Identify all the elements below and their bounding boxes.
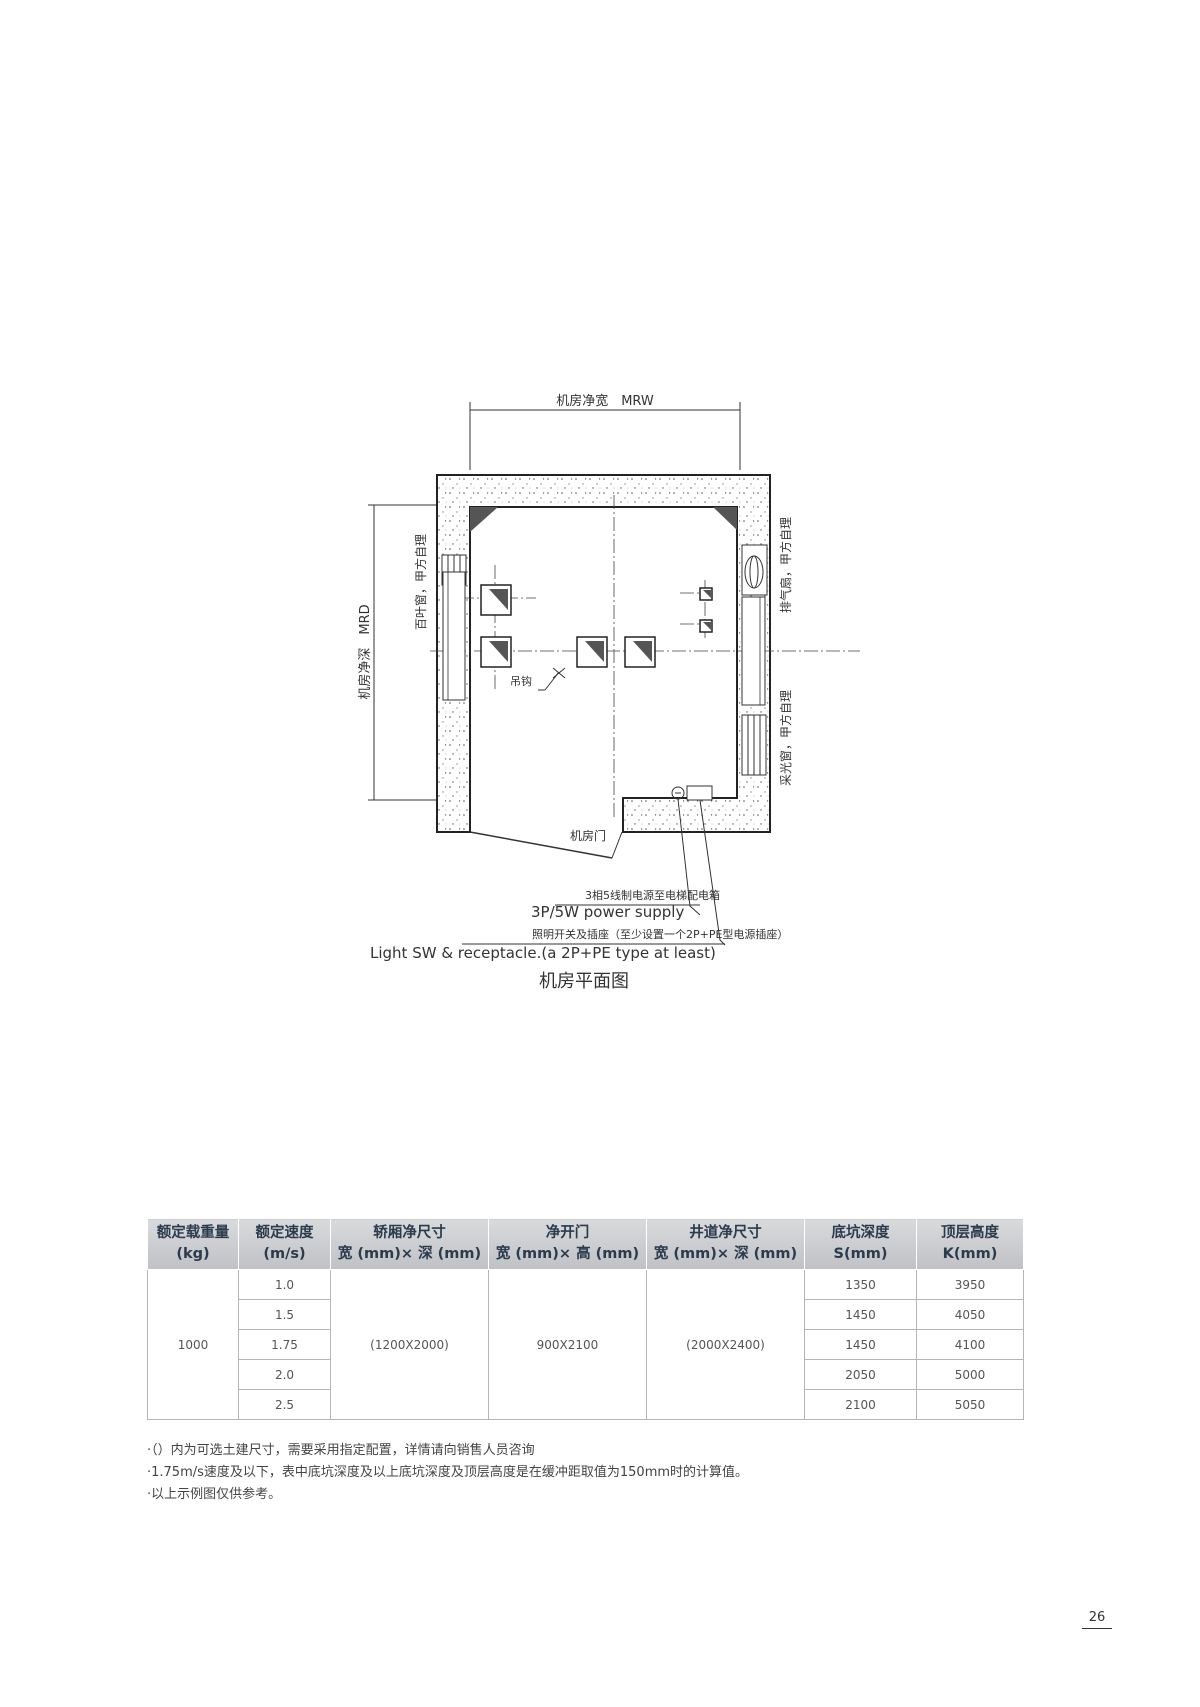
skylight-label: 采光窗，甲方自理 [778,690,793,786]
header-speed: 额定速度(m/s) [238,1218,331,1270]
page-number-rule [1082,1628,1112,1629]
speed-cell: 1.75 [238,1329,331,1360]
speed-cell: 1.0 [238,1269,331,1300]
equipment-box [624,636,656,668]
corner-fixture-left [470,507,498,532]
left-wall-panel [442,571,466,701]
overhead-cell: 4050 [916,1299,1024,1330]
room-door [469,831,623,859]
plan-title: 机房平面图 [539,971,629,992]
mrd-label: 机房净深 MRD [357,604,373,699]
leader-lines [462,798,726,946]
skylight-window [741,714,767,776]
speed-cell: 2.5 [238,1389,331,1420]
table-row: 1000 1.0 (1200X2000) 900X2100 (2000X2400… [147,1269,1024,1420]
overhead-cell: 4100 [916,1329,1024,1360]
right-wall-panel [741,596,766,706]
footnote: ·1.75m/s速度及以下，表中底坑深度及以上底坑深度及顶层高度是在缓冲距取值为… [147,1465,749,1480]
equipment-box [576,636,608,668]
table-row: 1.75 1450 4100 [148,1329,1024,1360]
pit-cell: 1350 [804,1269,917,1300]
speed-cell: 1.5 [238,1299,331,1330]
overhead-cell: 5050 [916,1389,1024,1420]
fan-label: 排气扇，甲方自理 [778,517,793,613]
small-equipment-box [699,619,713,633]
table-row: 1.5 1450 4050 [148,1299,1024,1330]
corner-fixture-right [713,507,737,530]
light-en-label: Light SW & receptacle.(a 2P+PE type at l… [370,944,716,962]
pit-cell: 2100 [804,1389,917,1420]
spec-table: 额定载重量(kg) 额定速度(m/s) 轿厢净尺寸宽 (mm)× 深 (mm) … [147,1218,1024,1420]
power-box [686,785,713,801]
speed-cell: 2.0 [238,1359,331,1390]
table-row: 2.5 2100 5050 [148,1389,1024,1420]
power-cn-label: 3相5线制电源至电梯配电箱 [585,888,720,902]
door-label: 机房门 [570,828,606,843]
machine-room-plan-drawing: 机房净宽 MRW 机房净深 MRD 百叶窗，甲方自理 排气扇，甲方自理 [357,393,860,992]
mrd-dimension [368,504,437,801]
small-equipment-box [699,587,713,601]
overhead-cell: 5000 [916,1359,1024,1390]
header-door-size: 净开门宽 (mm)× 高 (mm) [488,1218,647,1270]
header-load: 额定载重量(kg) [147,1218,239,1270]
hook-symbol [538,667,566,691]
door-size-cell: 900X2100 [488,1269,647,1420]
equipment-box [480,636,512,668]
footnote: ·以上示例图仅供参考。 [147,1487,282,1502]
exhaust-fan [741,544,768,596]
footnote: ·（）内为可选土建尺寸，需要采用指定配置，详情请向销售人员咨询 [147,1443,535,1458]
room-walls [436,474,771,833]
table-header-row: 额定载重量(kg) 额定速度(m/s) 轿厢净尺寸宽 (mm)× 深 (mm) … [147,1218,1024,1270]
mrw-dimension [469,402,741,470]
load-cell: 1000 [147,1269,239,1420]
pit-cell: 2050 [804,1359,917,1390]
header-car-size: 轿厢净尺寸宽 (mm)× 深 (mm) [330,1218,489,1270]
louver-label: 百叶窗，甲方自理 [413,534,428,630]
hook-label: 吊钩 [510,674,532,688]
header-shaft-size: 井道净尺寸宽 (mm)× 深 (mm) [646,1218,805,1270]
equipment-box [480,584,512,616]
car-size-cell: (1200X2000) [330,1269,489,1420]
shaft-size-cell: (2000X2400) [646,1269,805,1420]
pit-cell: 1450 [804,1299,917,1330]
footnotes: ·（）内为可选土建尺寸，需要采用指定配置，详情请向销售人员咨询 ·1.75m/s… [147,1440,748,1506]
table-row: 2.0 2050 5000 [148,1359,1024,1390]
power-en-label: 3P/5W power supply [531,903,684,921]
mrw-label: 机房净宽 MRW [556,393,654,409]
overhead-cell: 3950 [916,1269,1024,1300]
pit-cell: 1450 [804,1329,917,1360]
light-cn-label: 照明开关及插座（至少设置一个2P+PE型电源插座） [532,927,788,941]
page-number: 26 [1088,1610,1106,1625]
